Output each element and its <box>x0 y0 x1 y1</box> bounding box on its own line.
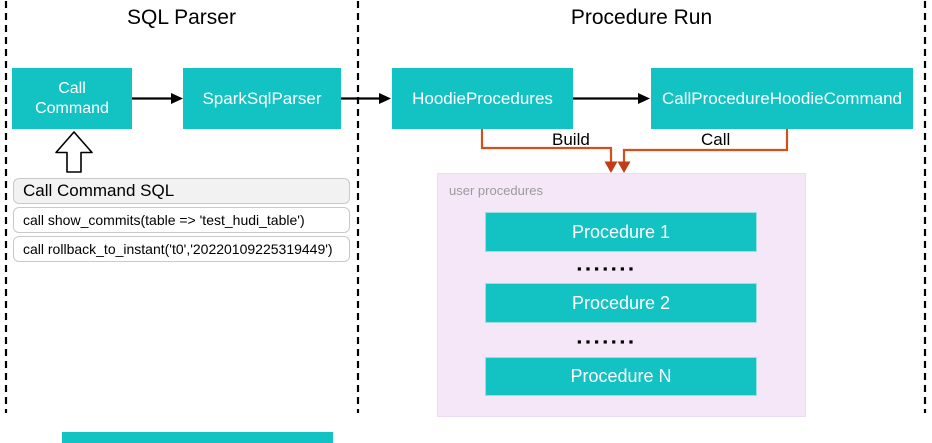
ellipsis-dots-1: ▪▪▪▪▪▪▪ <box>577 261 638 276</box>
sql-panel-header: Call Command SQL <box>13 178 350 204</box>
sql-panel-row: call show_commits(table => 'test_hudi_ta… <box>13 207 350 233</box>
node-sparksqlparser: SparkSqlParser <box>183 68 341 129</box>
ellipsis-dots-2: ▪▪▪▪▪▪▪ <box>577 334 638 349</box>
procedure-n-box: Procedure N <box>485 357 757 396</box>
node-call-command: Call Command <box>12 68 132 129</box>
edge-label-build: Build <box>552 130 590 149</box>
arrowhead-callcommand-to-parser <box>171 93 183 104</box>
node-hoodieprocedures: HoodieProcedures <box>392 68 573 129</box>
build-connector-line <box>480 129 613 163</box>
arrowhead-hoodieprocs-to-callproc <box>638 93 650 104</box>
section-title-procedure-run: Procedure Run <box>570 6 713 29</box>
cropped-bottom-box <box>62 432 333 443</box>
hollow-up-arrow-icon <box>55 131 93 173</box>
arrowhead-parser-to-hoodieprocs <box>379 93 391 104</box>
call-connector-arrowhead <box>617 161 631 173</box>
build-connector-arrowhead <box>604 161 618 173</box>
sql-panel-row: call rollback_to_instant('t0','202201092… <box>13 236 350 262</box>
edge-label-call: Call <box>701 130 731 149</box>
procedure-1-box: Procedure 1 <box>485 212 757 252</box>
section-title-sql-parser: SQL Parser <box>127 6 236 29</box>
procedure-2-box: Procedure 2 <box>485 283 757 323</box>
user-procedures-label: user procedures <box>449 183 543 198</box>
node-callprocedurehoodiecommand: CallProcedureHoodieCommand <box>651 68 913 129</box>
